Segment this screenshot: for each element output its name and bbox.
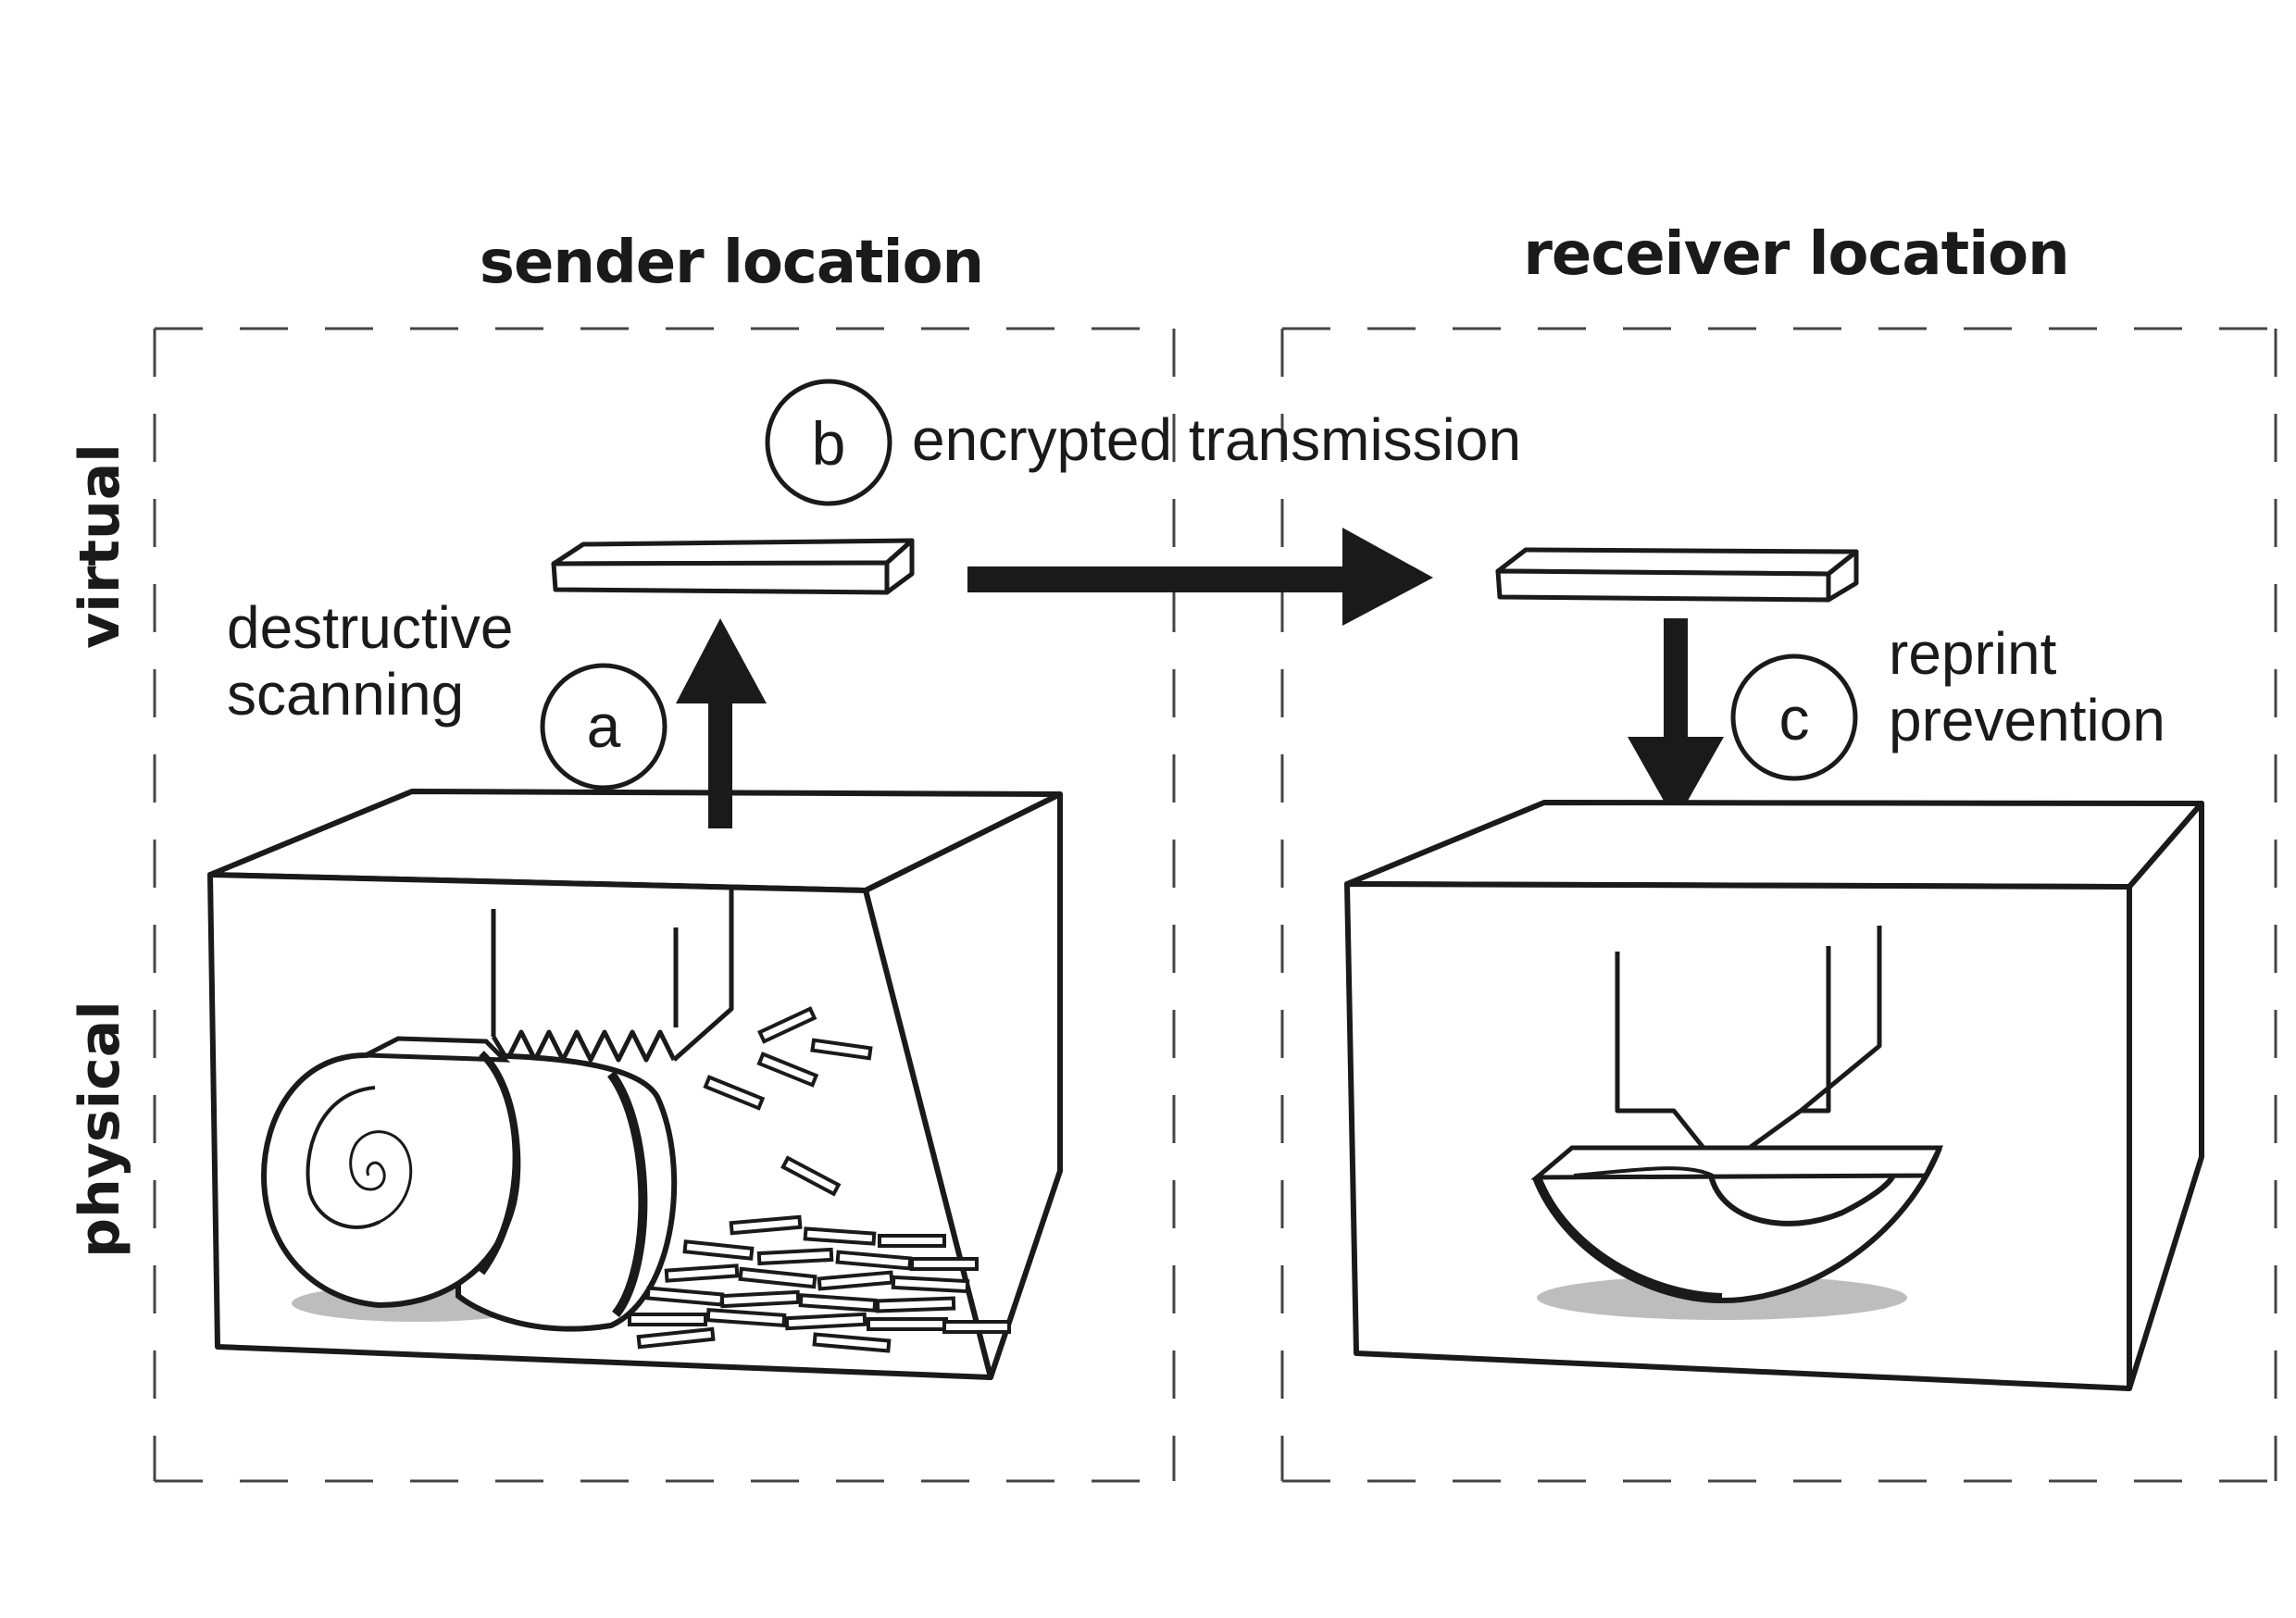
sender-digital-model-icon [551, 538, 915, 595]
step-c-badge: c [1730, 653, 1858, 781]
step-a-letter: a [587, 691, 621, 760]
print-down-arrow [1628, 618, 1724, 822]
step-b-badge: b [765, 379, 892, 506]
milling-cutter-icon [491, 889, 734, 1063]
step-b-letter: b [812, 409, 846, 478]
step-a-label-line2: scanning [227, 661, 464, 728]
step-c-label-line1: reprint [1889, 620, 2057, 687]
snail-shell-icon [260, 1036, 678, 1332]
print-nozzle-icon [1615, 926, 1882, 1169]
receiver-digital-model-icon [1495, 547, 1859, 603]
step-c-label-line2: prevention [1889, 687, 2165, 753]
transmission-arrow [967, 528, 1433, 626]
receiver-physical-box [1344, 800, 2204, 1391]
milling-chips-icon [628, 1006, 1011, 1353]
sender-dashed-frame [153, 327, 1176, 1483]
scan-up-arrow [676, 618, 767, 828]
sender-location-heading: sender location [480, 229, 983, 297]
receiver-dashed-frame [1280, 327, 2277, 1483]
virtual-side-label: virtual [68, 443, 132, 649]
receiver-location-heading: receiver location [1523, 220, 2068, 289]
partial-print-icon [1530, 1145, 1944, 1320]
physical-side-label: physical [68, 1001, 132, 1258]
step-b-label: encrypted transmission [912, 406, 1521, 473]
step-a-label-line1: destructive [227, 594, 513, 661]
step-c-letter: c [1779, 684, 1810, 753]
step-a-badge: a [540, 663, 668, 790]
